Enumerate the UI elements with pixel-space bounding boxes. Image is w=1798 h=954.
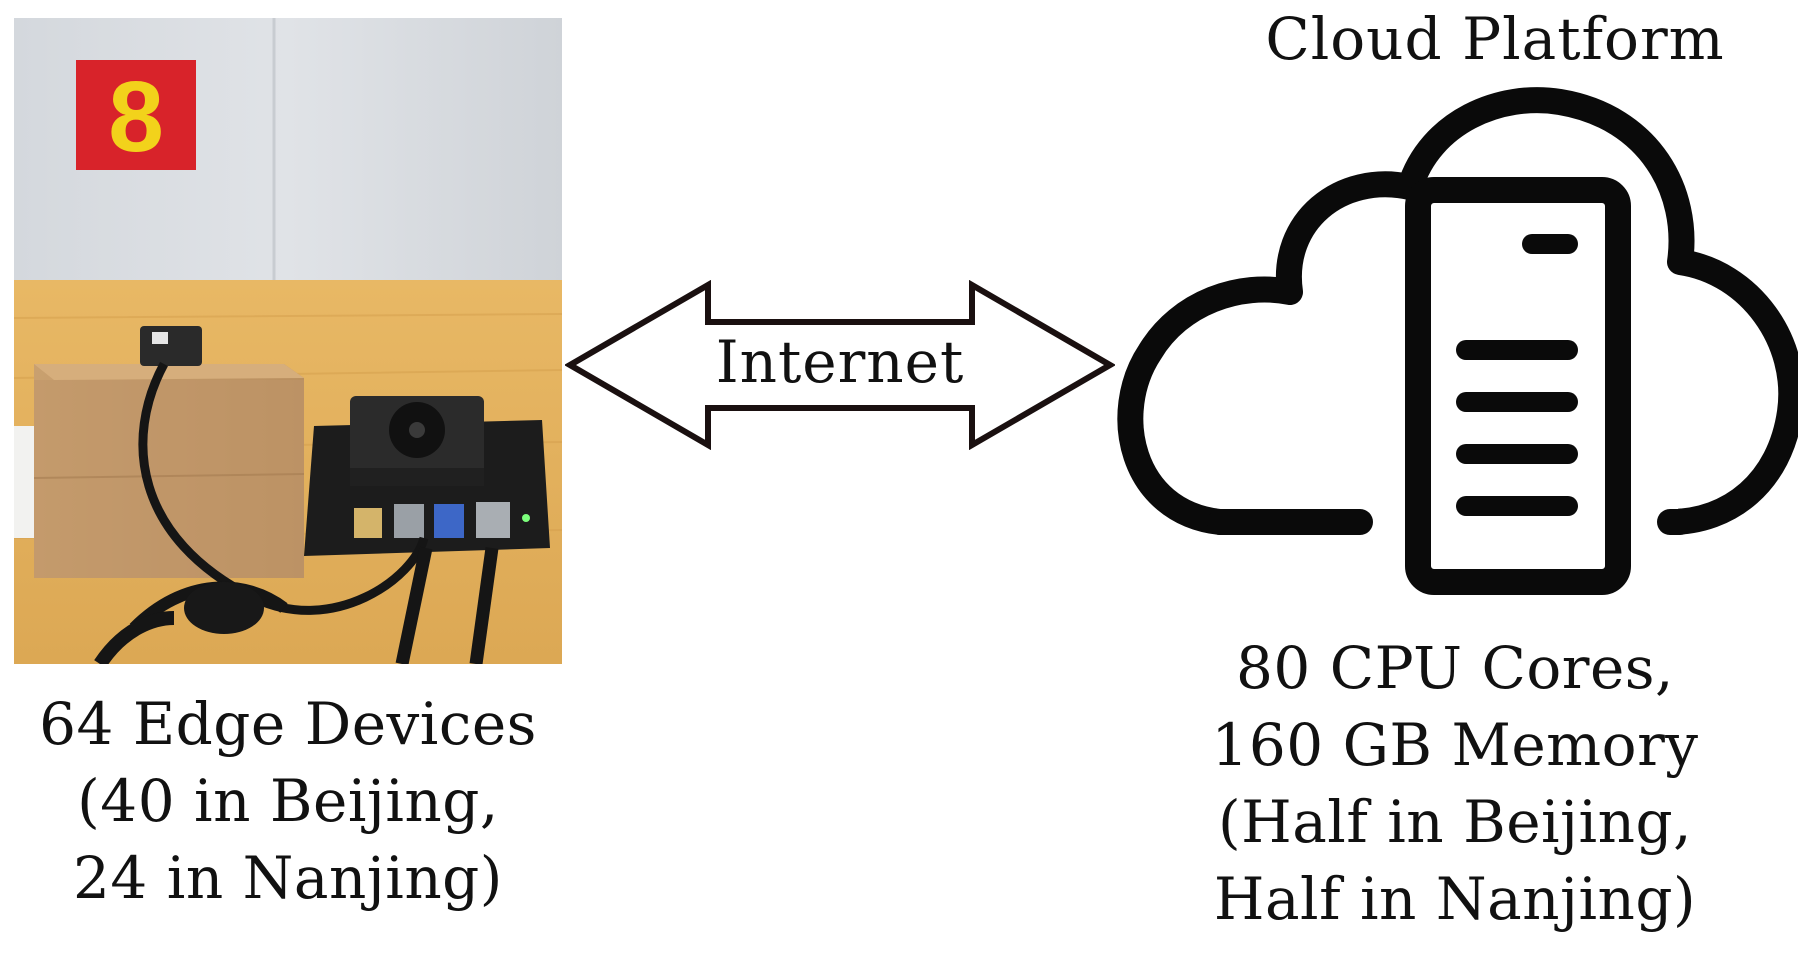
sign-8: 8 [76,60,196,173]
sign-number: 8 [108,61,164,173]
cloud-platform-caption: 80 CPU Cores, 160 GB Memory (Half in Bei… [1150,630,1760,938]
cloud-caption-line: 80 CPU Cores, [1236,634,1674,702]
cloud-platform-title: Cloud Platform [1265,5,1725,73]
cloud-server-icon [1117,87,1798,595]
dev-board [304,396,550,556]
edge-caption-line: 24 in Nanjing) [73,844,503,912]
cloud-caption-line: (Half in Beijing, [1217,788,1693,856]
edge-caption-line: (40 in Beijing, [77,767,499,835]
edge-caption-line: 64 Edge Devices [39,690,537,758]
edge-devices-caption: 64 Edge Devices (40 in Beijing, 24 in Na… [0,686,576,917]
double-arrow-icon [565,280,1115,450]
cloud-caption-line: Half in Nanjing) [1213,865,1697,933]
internet-label: Internet [715,328,965,396]
edge-device-photo: 8 [14,18,562,664]
cardboard-box [33,364,305,578]
cloud-caption-line: 160 GB Memory [1211,711,1699,779]
